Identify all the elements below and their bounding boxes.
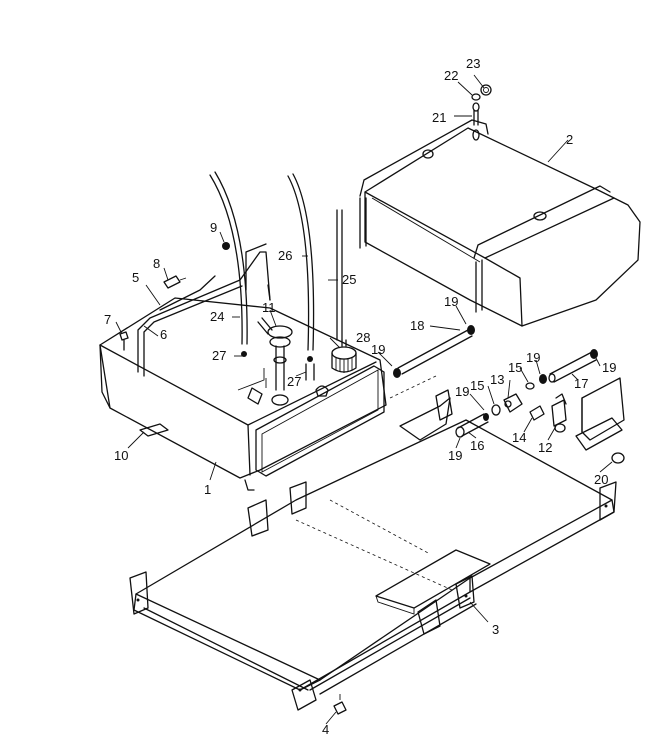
callout: 27 — [212, 348, 226, 363]
callout: 25 — [342, 272, 356, 287]
callout: 20 — [594, 472, 608, 487]
nut-9 — [222, 242, 230, 250]
tube-26 — [287, 173, 315, 351]
bolt-4 — [333, 694, 347, 715]
callout: 12 — [538, 440, 552, 455]
fitting-21-22-23 — [471, 84, 492, 141]
callout: 15 — [508, 360, 522, 375]
callout: 21 — [432, 110, 446, 125]
strainer-28 — [331, 339, 357, 373]
callout: 16 — [470, 438, 484, 453]
small-bracket — [399, 397, 451, 441]
callout: 17 — [574, 376, 588, 391]
bolt-8 — [163, 275, 187, 289]
callout: 22 — [444, 68, 458, 83]
callout: 9 — [210, 220, 217, 235]
callout: 19 — [444, 294, 458, 309]
fitting-27 — [305, 363, 315, 381]
callout: 18 — [410, 318, 424, 333]
callout: 13 — [490, 372, 504, 387]
callout: 19 — [371, 342, 385, 357]
callout: 26 — [278, 248, 292, 263]
sender-unit-11 — [237, 317, 293, 406]
seal-27a — [241, 351, 247, 357]
clamp-19 — [393, 368, 401, 378]
bolt-7 — [119, 331, 129, 351]
callout: 5 — [132, 270, 139, 285]
callout: 7 — [104, 312, 111, 327]
tube-24 — [209, 171, 248, 345]
pipe-18 — [397, 329, 473, 375]
callout: 11 — [262, 300, 276, 315]
callout: 23 — [466, 56, 480, 71]
valve-assembly — [455, 349, 598, 438]
callout: 27 — [287, 374, 301, 389]
callout: 19 — [455, 384, 469, 399]
leader-lines — [115, 74, 613, 725]
callout: 19 — [526, 350, 540, 365]
hidden-line — [389, 375, 437, 399]
callout: 24 — [210, 309, 224, 324]
callout: 4 — [322, 722, 329, 735]
callout: 28 — [356, 330, 370, 345]
callout: 10 — [114, 448, 128, 463]
callout: 19 — [602, 360, 616, 375]
seal-27b — [307, 356, 313, 362]
callout: 15 — [470, 378, 484, 393]
callout: 14 — [512, 430, 526, 445]
tank-frame-3 — [129, 389, 617, 711]
callout: 2 — [566, 132, 573, 147]
callout: 8 — [153, 256, 160, 271]
clamp-19 — [467, 325, 475, 335]
fuel-tank-2 — [359, 119, 641, 327]
bracket-20 — [575, 377, 625, 464]
callout: 19 — [448, 448, 462, 463]
tube-25 — [336, 209, 343, 341]
callout: 1 — [204, 482, 211, 497]
callout: 6 — [160, 327, 167, 342]
fuel-tank-1 — [99, 243, 387, 491]
callout: 3 — [492, 622, 499, 637]
cap — [315, 385, 329, 397]
callout-labels: 1 2 3 4 5 6 7 8 9 10 11 12 13 14 15 15 1… — [104, 56, 616, 735]
